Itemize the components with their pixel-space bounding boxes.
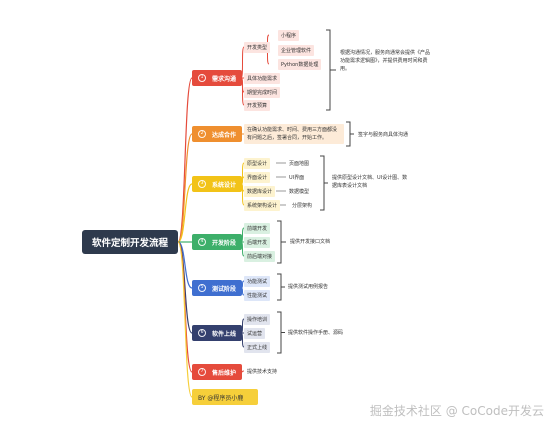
stage-number-badge: 4	[198, 238, 206, 246]
stage-label: 软件上线	[212, 330, 237, 338]
stage-maintenance[interactable]: 7 售后维护	[192, 364, 242, 380]
maintenance-support[interactable]: 提供技术支持	[247, 368, 278, 375]
launch-training[interactable]: 操作培训	[244, 314, 271, 325]
dev-type-node[interactable]: 开发类型	[244, 42, 271, 53]
stage-label: 达成合作	[212, 131, 237, 139]
stage6-summary-brace	[277, 311, 282, 354]
stage2-summary-brace	[346, 121, 351, 147]
launch-official[interactable]: 正式上线	[244, 342, 271, 353]
test-functional[interactable]: 功能测试	[244, 276, 271, 287]
stage-cooperation[interactable]: 2 达成合作	[192, 126, 242, 142]
stage4-summary-brace	[277, 220, 282, 264]
stage-number-badge: 6	[198, 329, 206, 337]
stage4-note: 提供开发接口文档	[290, 239, 331, 245]
root-connector	[177, 183, 193, 243]
stage6-note: 提供软件操作手册、源码	[288, 330, 344, 336]
stage-label: 测试阶段	[212, 285, 237, 293]
stage-testing[interactable]: 5 测试阶段	[192, 280, 242, 296]
dev-integration[interactable]: 前后端对接	[244, 251, 276, 262]
stage-number-badge: 1	[198, 74, 206, 82]
dev-type-python-data[interactable]: Python数据处理	[278, 59, 322, 70]
design-database-output[interactable]: 数据模型	[289, 188, 310, 195]
design-prototype-output[interactable]: 页面地图	[289, 160, 310, 167]
design-ui[interactable]: 界面设计	[244, 172, 271, 183]
design-architecture[interactable]: 系统架构设计	[244, 200, 281, 211]
stage5-note: 提供测试用例报告	[288, 284, 329, 290]
stage-number-badge: 7	[198, 368, 206, 376]
design-prototype[interactable]: 原型设计	[244, 158, 271, 169]
launch-trial-run[interactable]: 试运营	[244, 328, 266, 339]
stage5-summary-brace	[277, 273, 282, 301]
author-node[interactable]: BY @程序员小鹿	[192, 389, 258, 405]
stage-requirements[interactable]: 1 需求沟通	[192, 70, 242, 86]
watermark: 掘金技术社区 @ CoCode开发云	[369, 404, 544, 418]
stage-label: 售后维护	[212, 369, 237, 377]
dev-type-miniprogram[interactable]: 小程序	[278, 30, 300, 41]
stage-development[interactable]: 4 开发阶段	[192, 234, 242, 250]
cooperation-detail[interactable]: 在确认功能需求、时间、费用三方面都没有问题之后，签署合同，开始工作。	[244, 124, 344, 144]
design-ui-output[interactable]: UI界面	[289, 174, 305, 181]
dev-type-enterprise-software[interactable]: 企业管理软件	[278, 45, 315, 56]
design-database[interactable]: 数据库设计	[244, 186, 276, 197]
req-expected-time[interactable]: 期望完成时间	[244, 87, 281, 98]
stage-number-badge: 3	[198, 180, 206, 188]
test-performance[interactable]: 性能测试	[244, 290, 271, 301]
dev-backend[interactable]: 后端开发	[244, 237, 271, 248]
stage1-summary-brace	[326, 29, 331, 111]
stage-number-badge: 2	[198, 130, 206, 138]
stage1-note: 根据沟通情况，服务商通常会提供《产品功能需求逻辑图》，并提供费用时间和费用。	[340, 50, 431, 72]
stage2-note: 签字与服务商具体沟通	[358, 132, 409, 138]
dev-frontend[interactable]: 前端开发	[244, 223, 271, 234]
stage-number-badge: 5	[198, 284, 206, 292]
root-connector	[177, 133, 193, 243]
design-architecture-output[interactable]: 分层架构	[292, 202, 313, 209]
stage3-summary-brace	[320, 155, 325, 211]
stage-label: 开发阶段	[212, 239, 237, 247]
stage-system-design[interactable]: 3 系统设计	[192, 176, 242, 192]
stage-launch[interactable]: 6 软件上线	[192, 325, 242, 341]
author-label: BY @程序员小鹿	[198, 394, 244, 402]
req-functional-needs[interactable]: 具体功能需求	[244, 73, 281, 84]
root-node[interactable]: 软件定制开发流程	[82, 230, 178, 254]
stage3-note: 提供原型设计文档、UI设计图、数据库表设计文档	[332, 175, 408, 189]
stage-label: 系统设计	[212, 181, 237, 189]
req-budget[interactable]: 开发预算	[244, 100, 271, 111]
stage-label: 需求沟通	[212, 75, 237, 83]
root-connector	[177, 241, 193, 398]
